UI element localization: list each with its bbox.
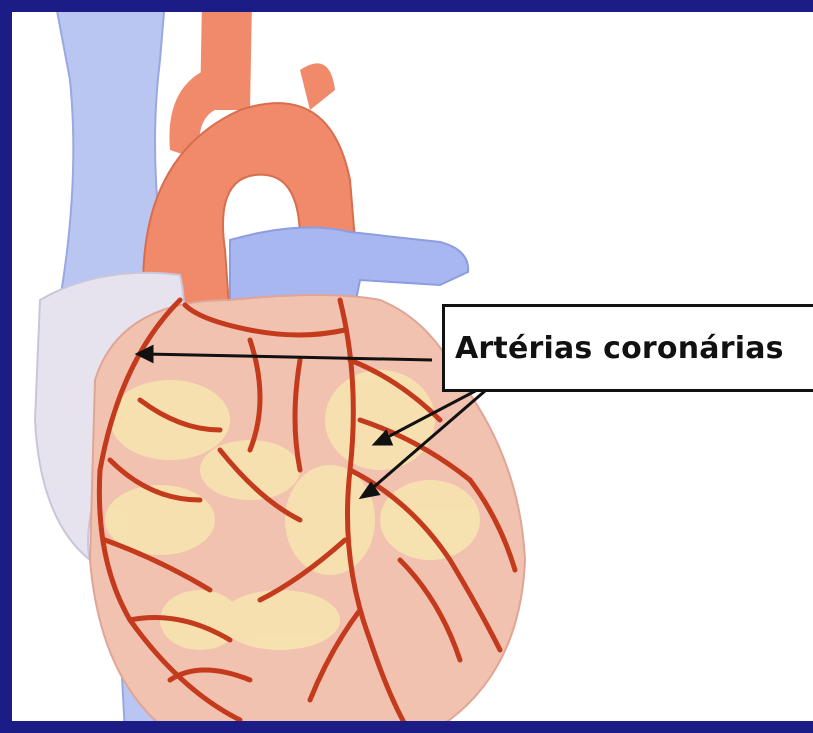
annotation-label: Artérias coronárias [455, 331, 784, 366]
annotation-label-box: Artérias coronárias [442, 304, 813, 392]
